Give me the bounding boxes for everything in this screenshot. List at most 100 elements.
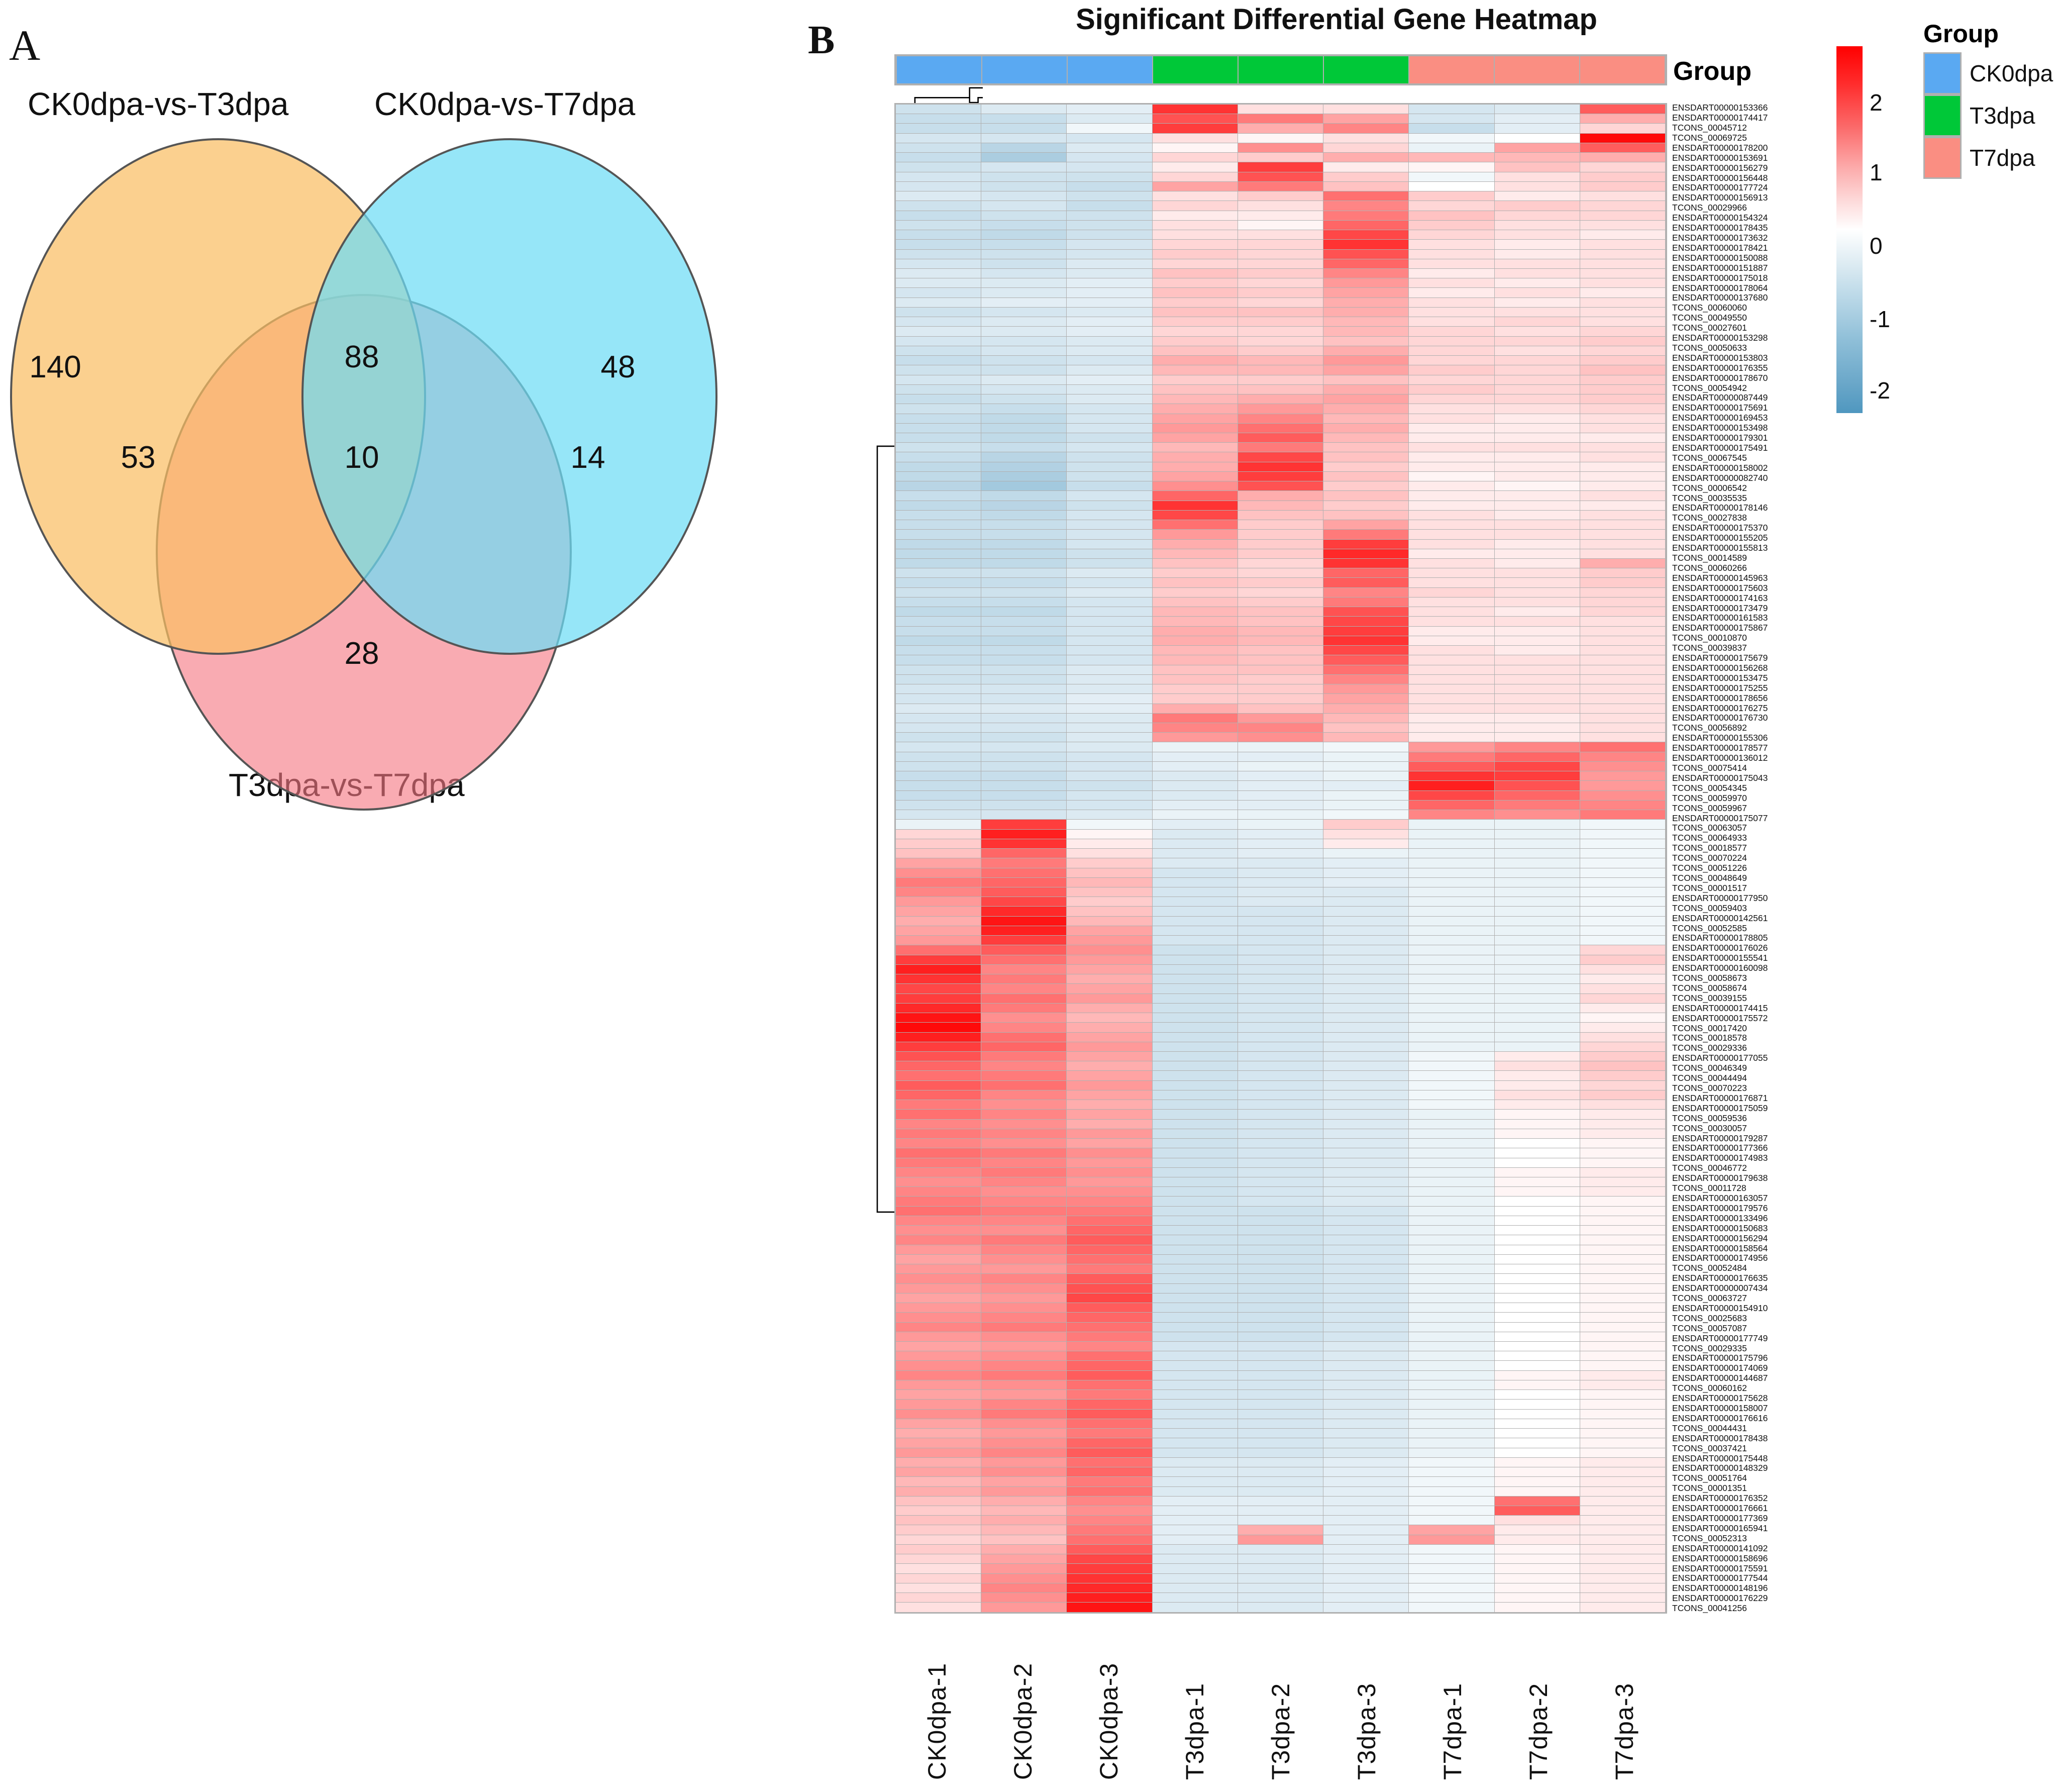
heatmap-cell (1152, 1313, 1238, 1322)
heatmap-cell (896, 694, 981, 704)
heatmap-cell (1494, 1380, 1580, 1390)
heatmap-cell (981, 810, 1067, 820)
heatmap-cell (896, 1516, 981, 1525)
heatmap-cell (896, 1409, 981, 1419)
heatmap-cell (1067, 278, 1152, 288)
heatmap-cell (1067, 1119, 1152, 1129)
heatmap-cell (1494, 1583, 1580, 1593)
heatmap-cell (1494, 781, 1580, 790)
heatmap-cell (981, 510, 1067, 520)
heatmap-cell (1409, 1313, 1494, 1322)
heatmap-row (896, 907, 1666, 916)
heatmap-cell (896, 974, 981, 984)
heatmap-cell (981, 1429, 1067, 1438)
heatmap-cell (1067, 820, 1152, 829)
heatmap-cell (1238, 211, 1323, 220)
heatmap-cell (1238, 375, 1323, 384)
heatmap-cell (1152, 530, 1238, 539)
heatmap-cell (1067, 936, 1152, 945)
heatmap-cell (1323, 790, 1409, 800)
heatmap-cell (981, 1593, 1067, 1603)
heatmap-cell (1494, 1003, 1580, 1013)
group-legend-item[interactable]: T3dpa (1923, 94, 2054, 137)
heatmap-row (896, 1216, 1666, 1226)
heatmap-row-label: ENSDART00000133496 (1672, 1213, 1768, 1223)
heatmap-cell (1238, 1206, 1323, 1216)
heatmap-row (896, 578, 1666, 587)
heatmap-cell (1323, 877, 1409, 887)
heatmap-row-label: TCONS_00044494 (1672, 1073, 1747, 1083)
heatmap-title: Significant Differential Gene Heatmap (1076, 3, 1597, 36)
heatmap-cell (1152, 1322, 1238, 1332)
heatmap-cell (1409, 974, 1494, 984)
heatmap-cell (1152, 211, 1238, 220)
heatmap-row-label: TCONS_00058674 (1672, 982, 1747, 993)
heatmap-cell (1323, 1177, 1409, 1187)
heatmap-cell (1238, 781, 1323, 790)
heatmap-cell (981, 1506, 1067, 1516)
heatmap-cell (896, 491, 981, 501)
heatmap-cell (1323, 781, 1409, 790)
group-legend-item[interactable]: CK0dpa (1923, 52, 2054, 94)
heatmap-column-label: T3dpa-1 (1181, 1682, 1209, 1780)
heatmap-cell (1238, 1380, 1323, 1390)
heatmap-row (896, 1274, 1666, 1283)
heatmap-cell (1152, 230, 1238, 240)
heatmap-cell (1494, 481, 1580, 491)
heatmap-cell (981, 955, 1067, 964)
heatmap-row (896, 1129, 1666, 1139)
heatmap-cell (1409, 327, 1494, 336)
heatmap-cell (1580, 230, 1665, 240)
heatmap-row-label: ENSDART00000175603 (1672, 582, 1768, 593)
heatmap-cell (1067, 1235, 1152, 1245)
heatmap-row (896, 1525, 1666, 1535)
heatmap-cell (1067, 1080, 1152, 1090)
heatmap-cell (981, 887, 1067, 897)
heatmap-cell (1152, 433, 1238, 443)
heatmap-cell (981, 945, 1067, 955)
heatmap-cell (1494, 510, 1580, 520)
heatmap-cell (1580, 916, 1665, 926)
heatmap-cell (1238, 704, 1323, 713)
heatmap-cell (1323, 1583, 1409, 1593)
heatmap-cell (1323, 384, 1409, 394)
heatmap-cell (1409, 443, 1494, 452)
heatmap-cell (1409, 626, 1494, 636)
heatmap-cell (981, 964, 1067, 974)
heatmap-cell (1152, 1148, 1238, 1158)
heatmap-cell (1238, 936, 1323, 945)
heatmap-cell (1067, 1564, 1152, 1573)
heatmap-cell (896, 597, 981, 607)
heatmap-cell (1409, 1400, 1494, 1409)
heatmap-cell (1580, 1593, 1665, 1603)
heatmap-cell (1323, 462, 1409, 471)
heatmap-cell (981, 1400, 1067, 1409)
heatmap-cell (1580, 414, 1665, 423)
heatmap-cell (1580, 181, 1665, 191)
heatmap-row (896, 559, 1666, 568)
heatmap-row-label: ENSDART00000165941 (1672, 1523, 1768, 1533)
heatmap-cell (981, 423, 1067, 433)
heatmap-cell (1238, 1129, 1323, 1139)
heatmap-row (896, 733, 1666, 742)
heatmap-cell (1580, 297, 1665, 307)
group-legend-item[interactable]: T7dpa (1923, 137, 2054, 179)
heatmap-cell (1067, 539, 1152, 549)
heatmap-cell (1323, 761, 1409, 771)
heatmap-row (896, 926, 1666, 936)
heatmap-cell (1238, 520, 1323, 530)
heatmap-cell (981, 443, 1067, 452)
heatmap-cell (1067, 1187, 1152, 1197)
heatmap-cell (1152, 1187, 1238, 1197)
heatmap-cell (1067, 1342, 1152, 1351)
heatmap-cell (1409, 1448, 1494, 1457)
heatmap-cell (1409, 1486, 1494, 1496)
group-annotation-cell (1409, 56, 1494, 83)
heatmap-cell (1238, 1603, 1323, 1612)
heatmap-row (896, 268, 1666, 278)
heatmap-cell (1238, 143, 1323, 153)
heatmap-cell (1152, 1361, 1238, 1370)
heatmap-cell (1238, 1158, 1323, 1167)
heatmap-cell (1238, 336, 1323, 346)
heatmap-cell (1323, 829, 1409, 839)
